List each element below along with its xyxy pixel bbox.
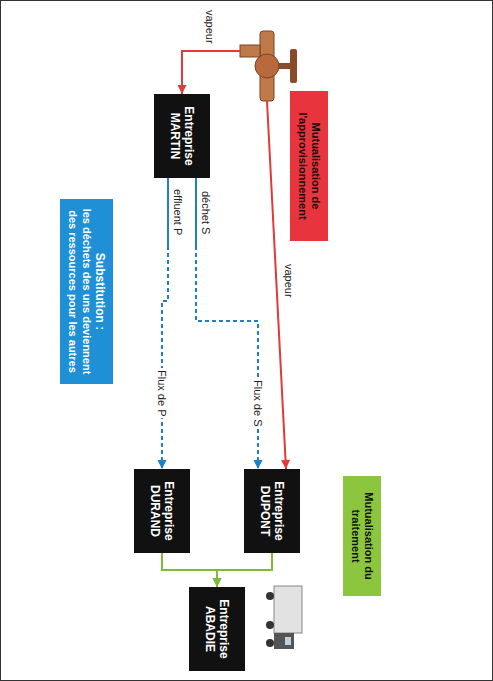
company-box: Entreprise ABADIE	[189, 587, 245, 671]
steam-label: vapeur	[282, 262, 295, 300]
flow-label: déchet S	[199, 189, 212, 236]
arrow-head	[281, 460, 290, 469]
node-title: Substitution :	[93, 253, 107, 330]
node-title: Entreprise ABADIE	[203, 593, 232, 665]
arrow-head	[254, 460, 263, 469]
connector-line	[167, 178, 169, 246]
connector-line	[195, 178, 197, 246]
treatment-link	[162, 553, 222, 587]
supply-sharing-tag: Mutualisation de l'approvisionnement	[290, 91, 328, 241]
node-body: les déchets des uns deviennent des resso…	[66, 207, 92, 376]
company-box: Entreprise MARTIN	[154, 94, 210, 178]
flow-label: effluent P	[171, 187, 184, 237]
node-title: Entreprise DUPONT	[258, 475, 287, 547]
node-title: Entreprise DURAND	[148, 475, 177, 547]
node-title: Mutualisation de l'approvisionnement	[296, 99, 322, 233]
node-title: Entreprise MARTIN	[168, 100, 197, 172]
truck-icon	[266, 586, 302, 649]
connector-line	[196, 246, 258, 469]
arrow-head	[158, 460, 167, 469]
flow-name: Flux de S	[251, 378, 264, 428]
arrow-head	[213, 578, 222, 587]
steam-label: vapeur	[203, 8, 216, 46]
tap-icon	[240, 31, 297, 101]
substitution-tag: Substitution :les déchets des uns devien…	[60, 199, 113, 384]
company-box: Entreprise DURAND	[134, 469, 190, 553]
connector-line	[162, 553, 217, 587]
node-title: Mutualisation du traitement	[349, 484, 375, 588]
company-box: Entreprise DUPONT	[244, 469, 300, 553]
connector-line	[217, 553, 272, 587]
treatment-sharing-tag: Mutualisation du traitement	[343, 476, 381, 596]
connector-line	[162, 246, 168, 469]
arrow-head	[213, 578, 222, 587]
arrow-head	[178, 85, 187, 94]
treatment-link	[213, 553, 273, 587]
steam-pipe	[182, 51, 240, 94]
flow-arrow	[158, 178, 169, 469]
flow-name: Flux de P	[155, 368, 168, 418]
